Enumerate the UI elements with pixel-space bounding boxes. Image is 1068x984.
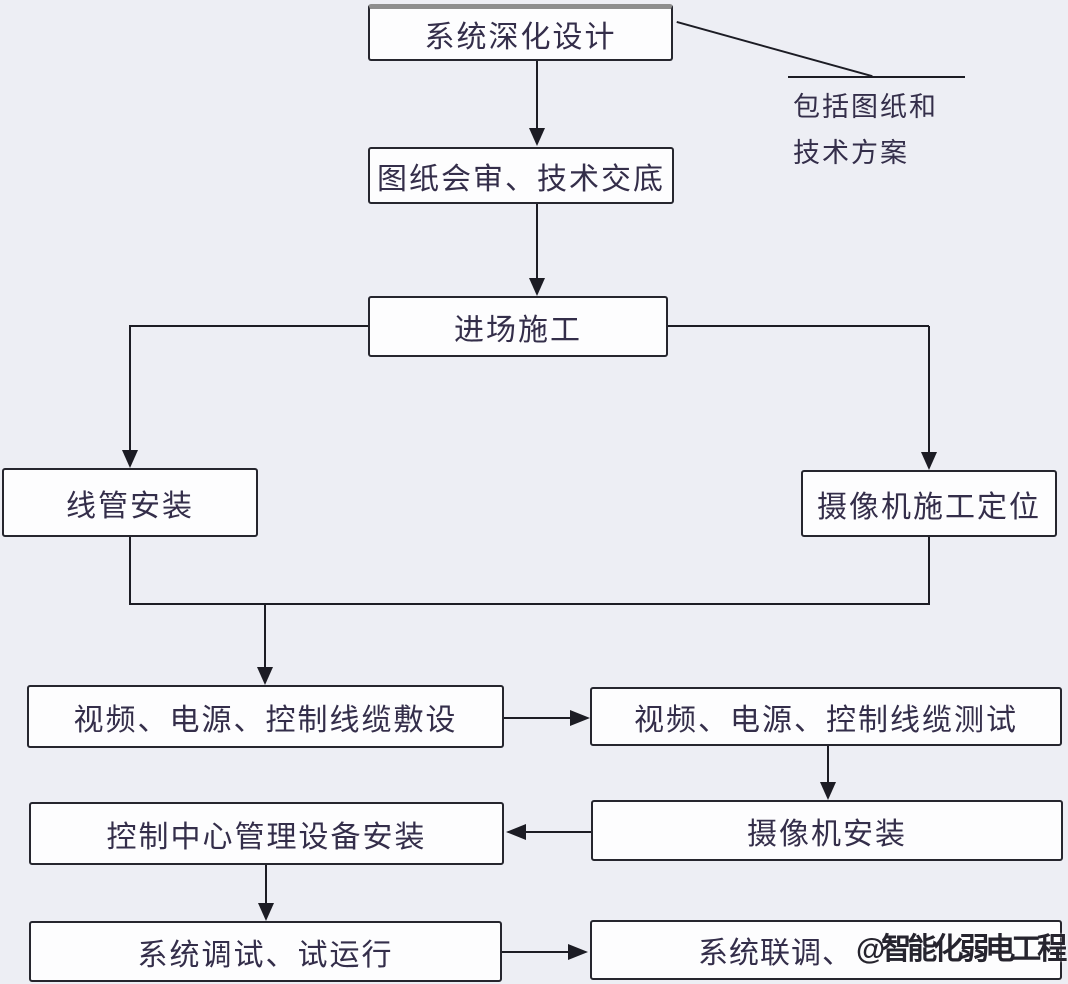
connector-control-to-debug-line	[265, 865, 267, 905]
node-camera-positioning: 摄像机施工定位	[801, 470, 1057, 537]
node-cable-laying: 视频、电源、控制线缆敷设	[27, 685, 504, 748]
node-system-design: 系统深化设计	[368, 4, 673, 61]
connector-debug-to-joint-line	[502, 951, 570, 953]
callout-note-line1: 包括图纸和	[793, 92, 938, 122]
arrowhead-down-icon	[529, 128, 545, 146]
connector-entry-right-vertical	[928, 326, 930, 454]
node-camera-install: 摄像机安装	[591, 800, 1063, 861]
connector-laying-to-testing-line	[504, 717, 572, 719]
callout-note: 包括图纸和 技术方案	[793, 84, 938, 176]
node-control-center-install: 控制中心管理设备安装	[29, 802, 504, 865]
connector-camera-to-control-line	[524, 831, 591, 833]
arrowhead-down-icon	[257, 667, 273, 685]
connector-merge-horizontal	[129, 603, 930, 605]
arrowhead-down-icon	[820, 782, 836, 800]
callout-leader-line	[676, 21, 873, 78]
arrowhead-down-icon	[921, 452, 937, 470]
arrowhead-right-icon	[568, 944, 588, 960]
arrowhead-down-icon	[122, 450, 138, 468]
node-site-entry: 进场施工	[368, 296, 668, 357]
connector-merge-down	[264, 604, 266, 668]
arrowhead-right-icon	[570, 710, 590, 726]
connector-merge-left-drop	[129, 537, 131, 605]
node-system-debug: 系统调试、试运行	[29, 921, 502, 982]
arrowhead-left-icon	[506, 824, 526, 840]
node-system-joint-debug: 系统联调、	[590, 920, 1062, 980]
node-drawing-review: 图纸会审、技术交底	[368, 147, 674, 204]
node-conduit-install: 线管安装	[2, 468, 258, 537]
watermark-text: @智能化弱电工程	[856, 933, 1067, 966]
connector-merge-right-drop	[928, 537, 930, 605]
connector-testing-to-camera-line	[827, 746, 829, 784]
callout-underline	[788, 76, 965, 78]
connector-review-to-entry-line	[536, 204, 538, 280]
callout-note-line2: 技术方案	[793, 138, 909, 168]
connector-entry-left-vertical	[129, 326, 131, 452]
arrowhead-down-icon	[258, 903, 274, 921]
arrowhead-down-icon	[529, 278, 545, 296]
connector-design-to-review-line	[536, 61, 538, 130]
connector-entry-right-horizontal	[668, 325, 929, 327]
node-cable-testing: 视频、电源、控制线缆测试	[590, 687, 1062, 746]
connector-entry-left-horizontal	[129, 325, 368, 327]
